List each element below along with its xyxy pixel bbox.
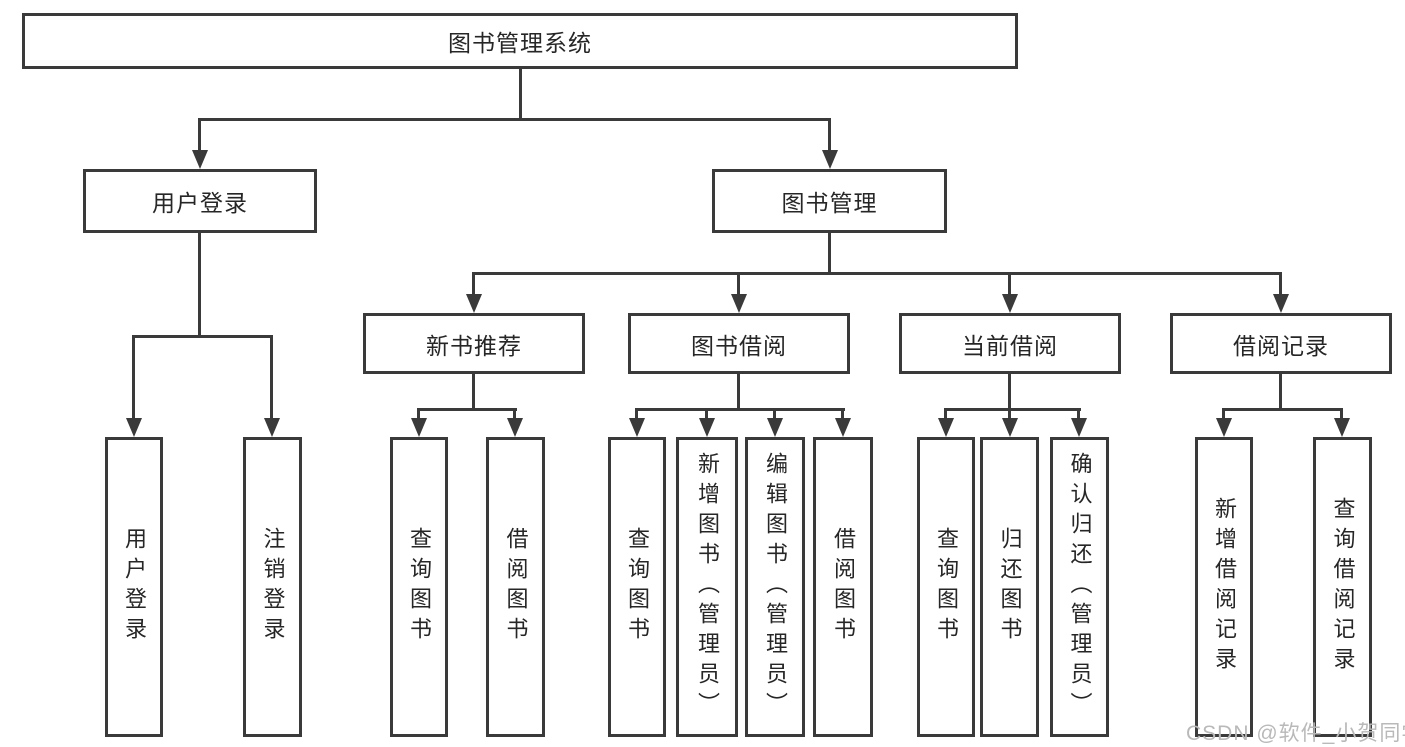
connector-line <box>519 69 522 121</box>
leaf-user-login: 用户登录 <box>105 437 163 737</box>
arrowhead-icon <box>1071 418 1087 437</box>
connector-line <box>1077 408 1080 422</box>
connector-line <box>841 408 844 422</box>
connector-line <box>1279 374 1282 411</box>
node-label: 用户登录 <box>152 190 248 216</box>
connector-line <box>635 408 638 422</box>
connector-line <box>132 335 273 338</box>
node-label: 图书管理 <box>781 190 878 216</box>
connector-line <box>472 272 475 298</box>
connector-line <box>1222 408 1343 411</box>
leaf-confirm-return-admin: 确认归还（管理员） <box>1050 437 1109 737</box>
leaf-logout: 注销登录 <box>243 437 302 737</box>
arrowhead-icon <box>629 418 645 437</box>
connector-line <box>737 272 740 298</box>
node-label: 归还图书 <box>997 527 1023 647</box>
arrowhead-icon <box>822 150 838 169</box>
arrowhead-icon <box>264 418 280 437</box>
connector-line <box>417 408 420 422</box>
node-borrowing-records: 借阅记录 <box>1170 313 1392 374</box>
leaf-borrow-books: 借阅图书 <box>813 437 873 737</box>
node-label: 新增借阅记录 <box>1212 497 1237 677</box>
leaf-current-query-books: 查询图书 <box>917 437 975 737</box>
arrowhead-icon <box>1334 418 1350 437</box>
arrowhead-icon <box>767 418 783 437</box>
leaf-add-borrow-record: 新增借阅记录 <box>1195 437 1253 737</box>
node-label: 查询图书 <box>625 527 650 647</box>
arrowhead-icon <box>1002 294 1018 313</box>
connector-line <box>1279 272 1282 298</box>
connector-line <box>1340 408 1343 422</box>
arrowhead-icon <box>466 294 482 313</box>
connector-line <box>773 408 776 422</box>
arrowhead-icon <box>938 418 954 437</box>
node-label: 图书管理系统 <box>448 30 592 56</box>
connector-line <box>198 233 201 338</box>
arrowhead-icon <box>411 418 427 437</box>
node-book-management: 图书管理 <box>712 169 947 233</box>
node-label: 当前借阅 <box>962 332 1058 359</box>
node-label: 新增图书（管理员） <box>695 452 720 722</box>
node-current-borrowing: 当前借阅 <box>899 313 1121 374</box>
arrowhead-icon <box>126 418 142 437</box>
connector-line <box>198 118 201 152</box>
connector-line <box>1222 408 1225 422</box>
connector-line <box>635 408 845 411</box>
leaf-add-books-admin: 新增图书（管理员） <box>676 437 738 737</box>
leaf-query-borrow-record: 查询借阅记录 <box>1313 437 1372 737</box>
node-label: 查询图书 <box>934 527 959 647</box>
arrowhead-icon <box>699 418 715 437</box>
leaf-recommend-query-books: 查询图书 <box>390 437 448 737</box>
connector-line <box>944 408 1081 411</box>
node-label: 查询图书 <box>407 527 432 647</box>
connector-line <box>270 335 273 420</box>
connector-line <box>1008 374 1011 411</box>
connector-line <box>132 335 135 420</box>
node-label: 确认归还（管理员） <box>1067 452 1093 722</box>
connector-line <box>198 118 831 121</box>
node-label: 借阅记录 <box>1233 332 1329 359</box>
connector-line <box>828 118 831 152</box>
connector-line <box>472 374 475 411</box>
connector-line <box>1008 272 1011 298</box>
connector-line <box>828 233 831 275</box>
connector-line <box>472 272 1282 275</box>
leaf-recommend-borrow-books: 借阅图书 <box>486 437 545 737</box>
leaf-borrow-query-books: 查询图书 <box>608 437 666 737</box>
node-label: 借阅图书 <box>503 527 529 647</box>
node-label: 借阅图书 <box>831 527 856 647</box>
connector-line <box>513 408 516 422</box>
connector-line <box>737 374 740 411</box>
node-book-borrowing: 图书借阅 <box>628 313 850 374</box>
leaf-edit-books-admin: 编辑图书（管理员） <box>745 437 805 737</box>
csdn-watermark: CSDN @软件_小贺同学 <box>1186 722 1405 745</box>
node-new-book-recommend: 新书推荐 <box>363 313 585 374</box>
arrowhead-icon <box>835 418 851 437</box>
arrowhead-icon <box>1216 418 1232 437</box>
connector-line <box>944 408 947 422</box>
arrowhead-icon <box>1273 294 1289 313</box>
node-label: 新书推荐 <box>426 332 522 359</box>
node-label: 编辑图书（管理员） <box>763 452 788 722</box>
node-label: 查询借阅记录 <box>1330 497 1356 677</box>
leaf-return-books: 归还图书 <box>980 437 1039 737</box>
arrowhead-icon <box>1002 418 1018 437</box>
connector-line <box>705 408 708 422</box>
node-label: 用户登录 <box>122 527 147 647</box>
connector-line <box>1008 408 1011 422</box>
arrowhead-icon <box>731 294 747 313</box>
node-label: 图书借阅 <box>691 332 787 359</box>
node-label: 注销登录 <box>260 527 286 647</box>
node-user-login: 用户登录 <box>83 169 317 233</box>
connector-line <box>417 408 517 411</box>
arrowhead-icon <box>507 418 523 437</box>
arrowhead-icon <box>192 150 208 169</box>
node-root-system: 图书管理系统 <box>22 13 1018 69</box>
